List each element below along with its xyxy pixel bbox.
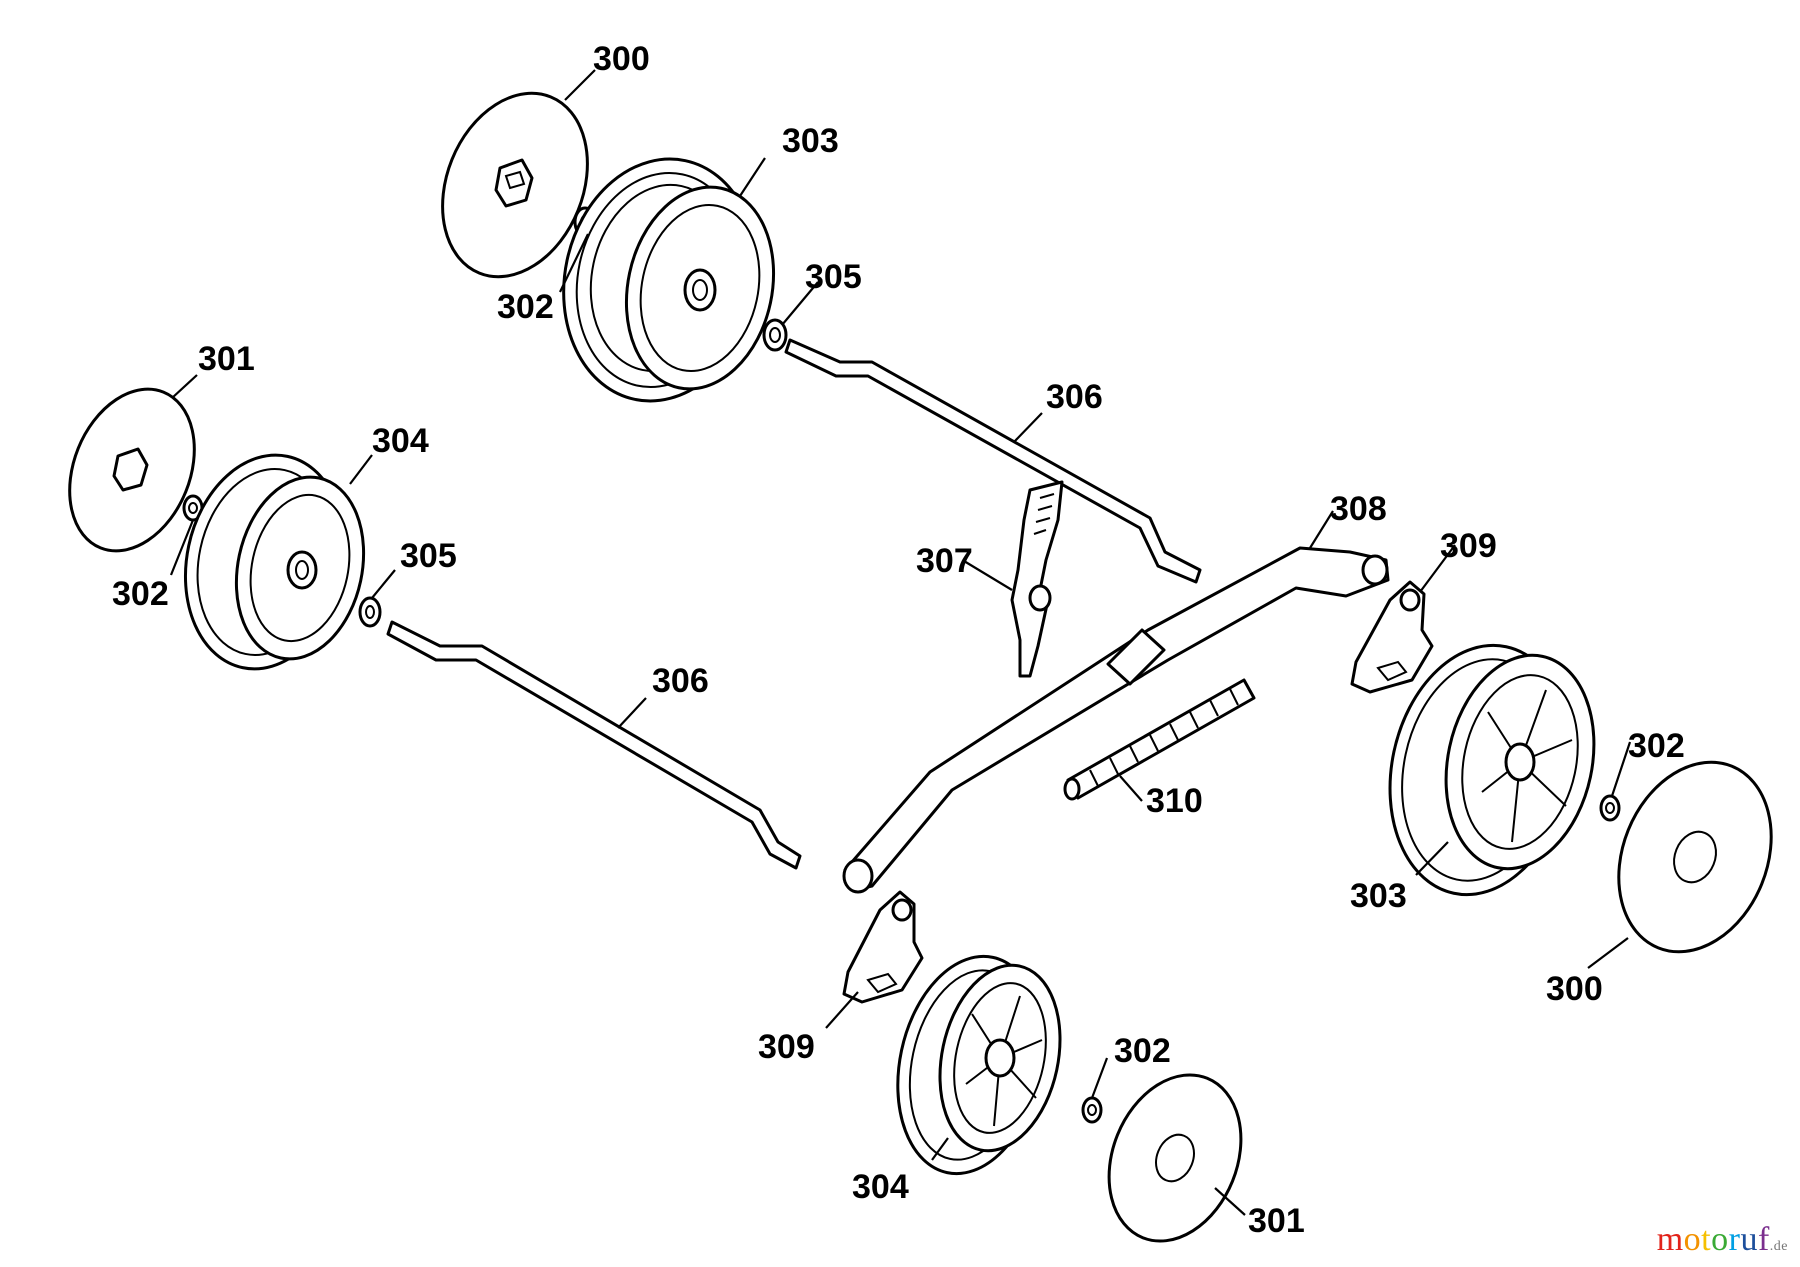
wm-letter: o	[1711, 1221, 1729, 1258]
callout-300-right: 300	[1546, 970, 1603, 1008]
wm-letter: u	[1740, 1221, 1758, 1258]
leader-lines	[169, 69, 1632, 1216]
hubcap-301-bottom	[1107, 1073, 1243, 1243]
hubcap-301-left	[68, 387, 196, 553]
washer-305-top	[762, 318, 788, 352]
callout-304-bottom: 304	[852, 1168, 909, 1206]
callout-306-top: 306	[1046, 378, 1103, 416]
callout-304-left: 304	[372, 422, 429, 460]
callout-300-top: 300	[593, 40, 650, 78]
washer-302-right	[1599, 794, 1621, 822]
callout-301-left: 301	[198, 340, 255, 378]
callout-309-bottom: 309	[758, 1028, 815, 1066]
callout-labels: 300 303 305 302 301 304 306 302 305 307 …	[112, 40, 1685, 1240]
wm-letter: r	[1728, 1221, 1741, 1258]
adjustment-bar-308	[842, 546, 1390, 894]
callout-310: 310	[1146, 782, 1203, 820]
wm-tld: .de	[1769, 1239, 1788, 1254]
wheel-303-right	[1388, 643, 1596, 897]
callout-302-right: 302	[1628, 727, 1685, 765]
callout-308: 308	[1330, 490, 1387, 528]
callout-301-bottom: 301	[1248, 1202, 1305, 1240]
callout-305-left: 305	[400, 537, 457, 575]
callout-302-bottom: 302	[1114, 1032, 1171, 1070]
wheel-304-bottom	[896, 954, 1062, 1176]
height-lever-307	[1010, 480, 1064, 678]
callout-307: 307	[916, 542, 973, 580]
callout-303-top: 303	[782, 122, 839, 160]
bracket-309-right	[1350, 580, 1434, 694]
hubcap-300-right	[1617, 760, 1773, 954]
wheel-303-top	[562, 157, 776, 403]
axle-306-left	[386, 620, 802, 870]
wm-letter: f	[1757, 1221, 1770, 1258]
callout-302-left: 302	[112, 575, 169, 613]
spring-310	[1063, 678, 1256, 801]
wm-letter: t	[1701, 1221, 1712, 1258]
wm-letter: o	[1683, 1221, 1702, 1258]
callout-306-left: 306	[652, 662, 709, 700]
axle-306-top	[784, 338, 1202, 584]
callout-309-right: 309	[1440, 527, 1497, 565]
bracket-309-bottom	[842, 890, 924, 1004]
motoruf-watermark-logo: motoruf.de	[1657, 1221, 1788, 1259]
wheel-304-left	[183, 453, 366, 671]
callout-302-top: 302	[497, 288, 554, 326]
washer-305-left	[358, 596, 382, 628]
callout-305-top: 305	[805, 258, 862, 296]
wm-letter: m	[1656, 1221, 1684, 1258]
callout-303-right: 303	[1350, 877, 1407, 915]
washer-302-bottom	[1081, 1096, 1103, 1124]
